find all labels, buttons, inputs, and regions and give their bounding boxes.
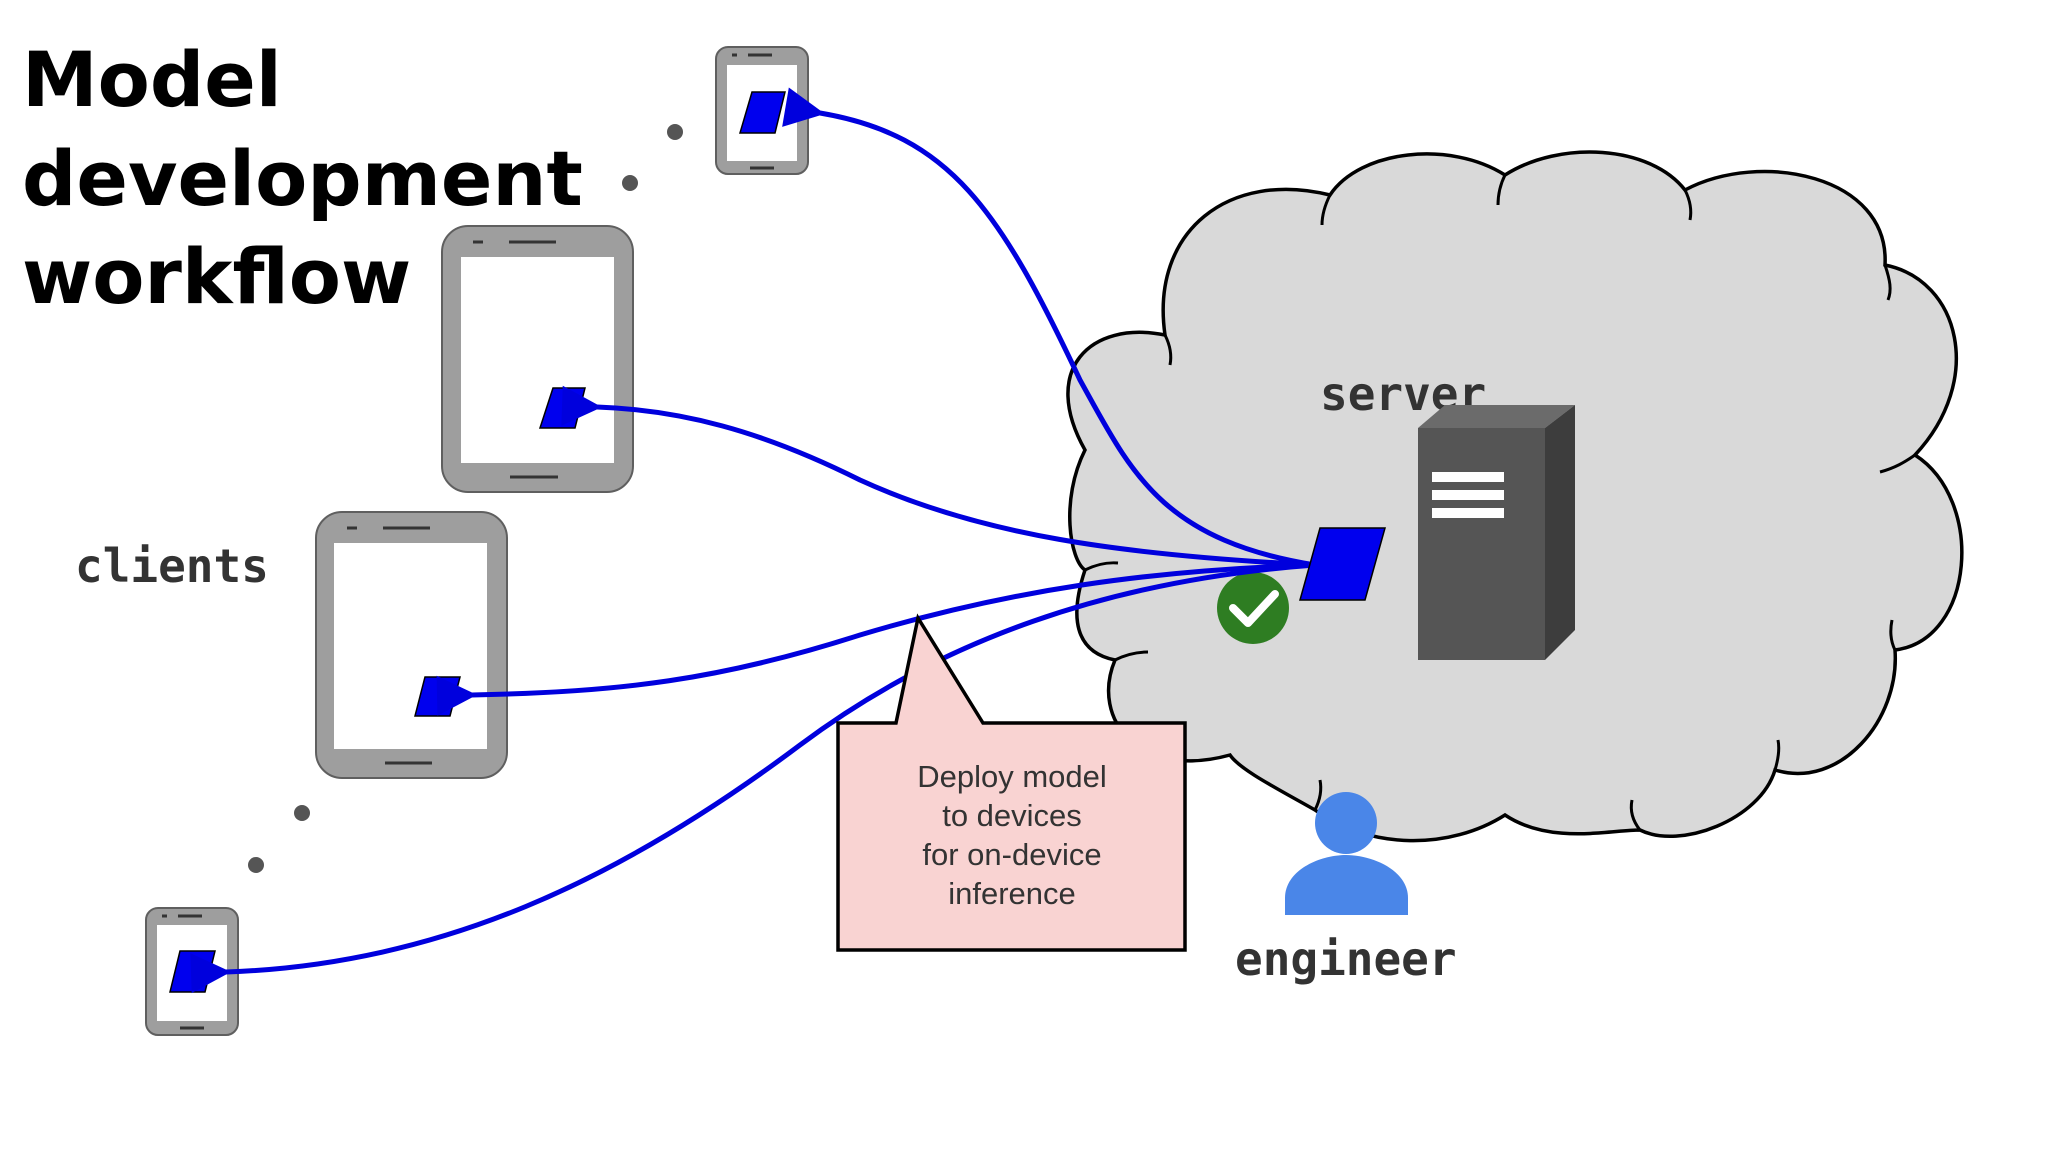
model-parallelogram-icon [1299, 527, 1386, 601]
cloud-lobe-line [1320, 194, 1332, 226]
cloud-lobe-line [1883, 264, 1892, 301]
callout-line-3: for on-device [922, 837, 1101, 872]
mobile-device-icon [715, 46, 809, 175]
callout-line-2: to devices [942, 798, 1082, 833]
arrow-to-device-4 [190, 562, 1316, 994]
title-line-3: workflow [22, 232, 411, 321]
model-parallelogram-icon [738, 91, 786, 134]
mobile-device-icon [315, 511, 508, 779]
check-circle-icon [1217, 572, 1289, 644]
title-line-1: Model [22, 35, 282, 124]
arrow-to-device-1 [782, 87, 1316, 568]
cloud-lobe-line [1163, 334, 1173, 366]
deploy-arrows [190, 87, 1316, 994]
cloud-lobe-line [1313, 779, 1323, 811]
cloud-lobe-line [1773, 739, 1781, 771]
title-line-2: development [22, 134, 583, 223]
cloud-lobe-line [1629, 799, 1642, 831]
mobile-device-icon [441, 225, 634, 493]
ellipsis-bottom [248, 805, 310, 873]
callout-box [836, 613, 1187, 952]
callout-line-4: inference [948, 876, 1076, 911]
server-tower-icon [1418, 405, 1575, 660]
page-title: Model development workflow [22, 35, 583, 321]
arrow-to-device-3 [436, 562, 1316, 716]
cloud-lobe-line [1496, 174, 1507, 206]
cloud-lobe-line [1683, 189, 1693, 221]
callout-line-1: Deploy model [917, 759, 1107, 794]
cloud-lobe-line [1084, 561, 1119, 572]
cloud-lobe-line [1889, 619, 1897, 651]
engineer-label: engineer [1235, 932, 1457, 986]
ellipsis-top [622, 124, 683, 191]
deploy-callout: Deploy model to devices for on-device in… [836, 613, 1187, 952]
cloud-lobe-line [1879, 453, 1916, 474]
cloud-lobe-line [1114, 650, 1149, 662]
mobile-device-icon [145, 907, 239, 1036]
clients-label: clients [75, 539, 269, 593]
arrow-to-device-2 [561, 385, 1316, 568]
engineer-icon [1285, 792, 1408, 915]
